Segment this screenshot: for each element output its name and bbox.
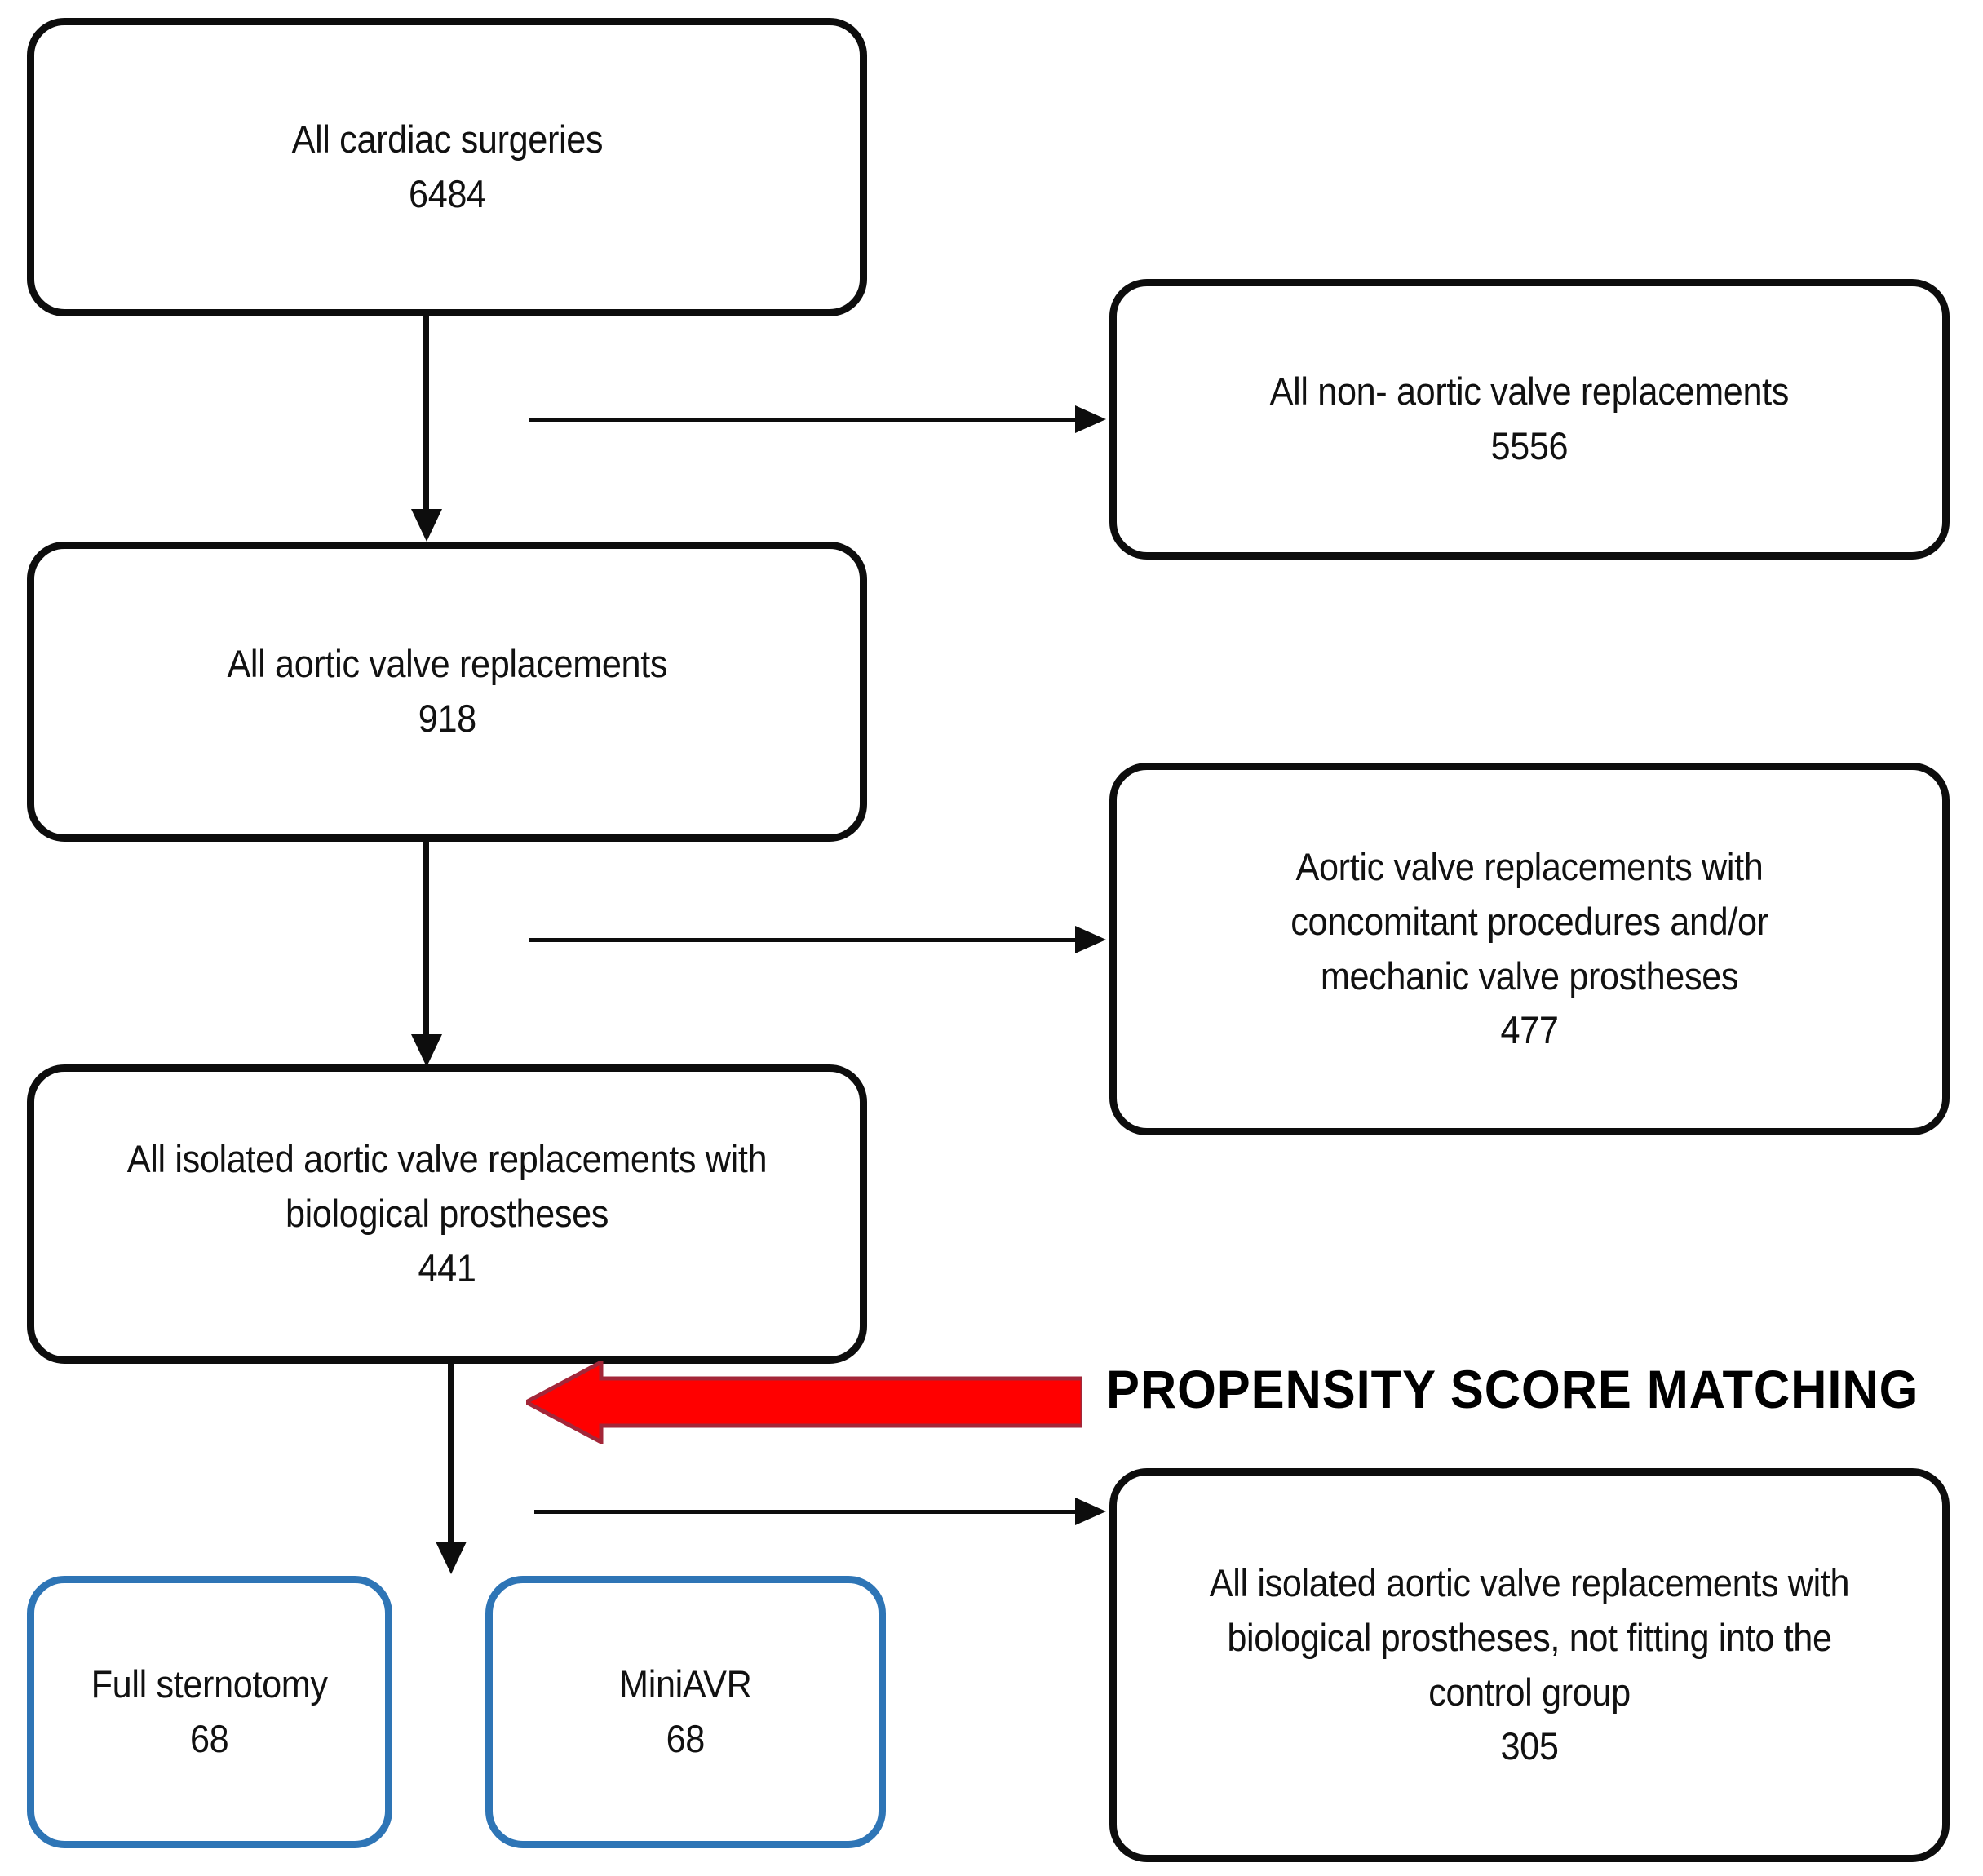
arrowhead-right-2 xyxy=(1075,926,1106,953)
node-all-non-aortic-valve-replacements-text: All non- aortic valve replacements 5556 xyxy=(1250,365,1808,473)
node-isolated-avr-not-fitting: All isolated aortic valve replacements w… xyxy=(1109,1468,1950,1862)
arrowhead-right-3 xyxy=(1075,1498,1106,1525)
node-full-sternotomy-text: Full sternotomy 68 xyxy=(72,1657,347,1766)
node-mini-avr: MiniAVR 68 xyxy=(485,1576,886,1848)
connector-horizontal-2 xyxy=(529,938,1077,942)
node-isolated-avr-not-fitting-label: All isolated aortic valve replacements w… xyxy=(1209,1561,1850,1714)
node-all-isolated-avr-biological-label: All isolated aortic valve replacements w… xyxy=(126,1137,768,1236)
node-all-aortic-valve-replacements: All aortic valve replacements 918 xyxy=(27,542,867,842)
node-avr-with-concomitant-label: Aortic valve replacements with concomita… xyxy=(1290,845,1768,998)
node-all-cardiac-surgeries-text: All cardiac surgeries 6484 xyxy=(272,113,622,221)
node-all-isolated-avr-biological: All isolated aortic valve replacements w… xyxy=(27,1064,867,1364)
arrowhead-down-3 xyxy=(436,1542,467,1574)
connector-horizontal-3 xyxy=(534,1510,1077,1514)
node-avr-with-concomitant: Aortic valve replacements with concomita… xyxy=(1109,763,1950,1135)
arrowhead-down-2 xyxy=(411,1034,442,1067)
node-all-aortic-valve-replacements-count: 918 xyxy=(418,697,476,740)
node-isolated-avr-not-fitting-text: All isolated aortic valve replacements w… xyxy=(1149,1556,1909,1774)
propensity-score-matching-label: PROPENSITY SCORE MATCHING xyxy=(1106,1359,1919,1419)
node-avr-with-concomitant-count: 477 xyxy=(1500,1008,1559,1052)
node-full-sternotomy: Full sternotomy 68 xyxy=(27,1576,392,1848)
node-all-isolated-avr-biological-text: All isolated aortic valve replacements w… xyxy=(67,1132,826,1295)
node-all-aortic-valve-replacements-text: All aortic valve replacements 918 xyxy=(207,637,687,746)
connector-vertical-2 xyxy=(423,842,429,1038)
node-all-non-aortic-valve-replacements: All non- aortic valve replacements 5556 xyxy=(1109,279,1950,560)
connector-vertical-1 xyxy=(423,316,429,512)
node-all-isolated-avr-biological-count: 441 xyxy=(418,1246,476,1290)
node-mini-avr-count: 68 xyxy=(666,1717,706,1760)
node-all-cardiac-surgeries-label: All cardiac surgeries xyxy=(291,117,603,161)
node-mini-avr-label: MiniAVR xyxy=(619,1662,752,1706)
propensity-score-matching-arrow-icon xyxy=(526,1361,1082,1444)
node-isolated-avr-not-fitting-count: 305 xyxy=(1500,1724,1559,1768)
arrowhead-down-1 xyxy=(411,509,442,542)
node-all-aortic-valve-replacements-label: All aortic valve replacements xyxy=(227,642,667,686)
node-mini-avr-text: MiniAVR 68 xyxy=(600,1657,771,1766)
node-avr-with-concomitant-text: Aortic valve replacements with concomita… xyxy=(1149,840,1909,1058)
node-all-cardiac-surgeries-count: 6484 xyxy=(408,172,486,215)
node-all-non-aortic-valve-replacements-count: 5556 xyxy=(1490,424,1569,467)
connector-horizontal-1 xyxy=(529,418,1077,422)
node-all-cardiac-surgeries: All cardiac surgeries 6484 xyxy=(27,18,867,316)
node-full-sternotomy-count: 68 xyxy=(190,1717,229,1760)
node-all-non-aortic-valve-replacements-label: All non- aortic valve replacements xyxy=(1269,369,1790,414)
arrowhead-right-1 xyxy=(1075,405,1106,433)
node-full-sternotomy-label: Full sternotomy xyxy=(91,1662,329,1706)
connector-vertical-3 xyxy=(448,1364,454,1545)
